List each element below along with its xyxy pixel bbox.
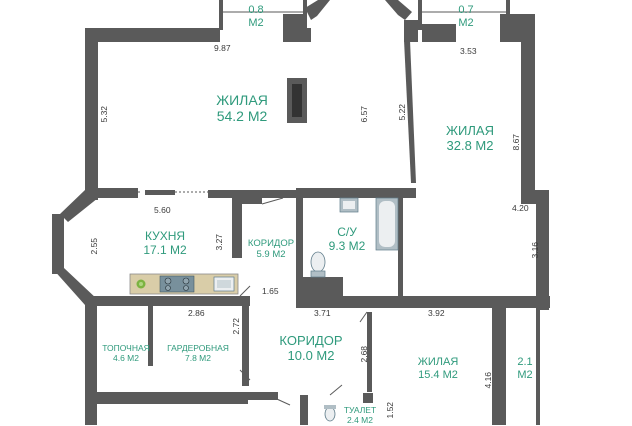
dimension-label: 8.67 xyxy=(511,133,522,151)
dimension-label: 3.27 xyxy=(214,233,225,251)
dimension-label: 3.53 xyxy=(460,46,477,56)
bath-sink-icon xyxy=(339,197,359,213)
room-name: ГАРДЕРОБНАЯ xyxy=(167,343,229,353)
room-name: КУХНЯ xyxy=(144,229,186,243)
room-area: 0.7 xyxy=(458,4,474,16)
room-name: ЖИЛАЯ xyxy=(446,123,494,138)
room-living-bottom: ЖИЛАЯ 15.4 М2 xyxy=(408,356,468,381)
room-wardrobe: ГАРДЕРОБНАЯ 7.8 М2 xyxy=(162,343,234,364)
doors-windows xyxy=(89,11,541,425)
dimension-label: 4.16 xyxy=(483,371,494,389)
dimension-label: 1.52 xyxy=(385,401,396,419)
room-area: 15.4 М2 xyxy=(418,368,458,381)
room-name: С/У xyxy=(337,225,357,239)
room-corridor-small: КОРИДОР 5.9 М2 xyxy=(242,238,300,261)
toilet-icon xyxy=(310,251,326,278)
room-name: ЖИЛАЯ xyxy=(417,356,459,368)
room-area: 9.3 М2 xyxy=(328,238,366,253)
kitchen-counter xyxy=(129,273,239,295)
room-area: 2.1 xyxy=(517,356,533,368)
dimension-label: 4.20 xyxy=(512,203,529,213)
room-name: ТОПОЧНАЯ xyxy=(102,343,150,353)
room-corridor-big: КОРИДОР 10.0 М2 xyxy=(276,333,346,364)
room-name: КОРИДОР xyxy=(279,333,343,348)
room-balcony-bottom: 2.1 М2 xyxy=(510,356,540,381)
bathtub-icon xyxy=(375,197,399,251)
dimension-label: 9.87 xyxy=(214,43,231,53)
room-area: 10.0 М2 xyxy=(287,347,335,363)
walls xyxy=(52,0,550,425)
dimension-label: 2.72 xyxy=(231,317,242,335)
room-area: 2.4 М2 xyxy=(347,414,373,425)
dimension-label: 3.71 xyxy=(314,308,331,318)
stove-icon xyxy=(159,275,195,293)
toilet-small-icon xyxy=(324,405,336,422)
room-area: 0.8 xyxy=(248,4,264,16)
room-living-right: ЖИЛАЯ 32.8 М2 xyxy=(428,123,512,154)
dimension-label: 3.16 xyxy=(530,241,541,259)
room-kitchen: КУХНЯ 17.1 М2 xyxy=(130,229,200,258)
room-name: ЖИЛАЯ xyxy=(216,92,268,108)
room-boiler: ТОПОЧНАЯ 4.6 М2 xyxy=(100,343,152,364)
room-area: 5.9 М2 xyxy=(256,248,286,260)
room-area: 32.8 М2 xyxy=(446,137,494,153)
room-name: ТУАЛЕТ xyxy=(343,405,377,415)
dimension-label: 2.68 xyxy=(359,345,370,363)
room-balcony-left: 0.8 М2 xyxy=(238,4,274,29)
room-unit: М2 xyxy=(517,368,533,381)
sink-icon xyxy=(213,276,235,292)
dimension-label: 2.55 xyxy=(89,237,100,255)
room-name: КОРИДОР xyxy=(247,238,295,249)
dimension-label: 6.57 xyxy=(359,105,370,123)
dimension-label: 5.32 xyxy=(99,105,110,123)
dimension-label: 5.22 xyxy=(397,103,408,121)
room-area: 7.8 М2 xyxy=(185,352,211,363)
room-bathroom: С/У 9.3 М2 xyxy=(322,225,372,254)
dimension-label: 1.65 xyxy=(262,286,279,296)
dimension-label: 3.92 xyxy=(428,308,445,318)
plant-icon xyxy=(136,279,146,289)
room-living-main: ЖИЛАЯ 54.2 М2 xyxy=(196,92,288,124)
room-area: 17.1 М2 xyxy=(143,242,187,257)
room-unit: М2 xyxy=(248,16,264,29)
room-toilet: ТУАЛЕТ 2.4 М2 xyxy=(340,405,380,426)
room-balcony-right: 0.7 М2 xyxy=(448,4,484,29)
dimension-label: 5.60 xyxy=(154,205,171,215)
room-unit: М2 xyxy=(458,16,474,29)
room-area: 4.6 М2 xyxy=(113,352,139,363)
room-area: 54.2 М2 xyxy=(216,108,268,125)
dimension-label: 2.86 xyxy=(188,308,205,318)
